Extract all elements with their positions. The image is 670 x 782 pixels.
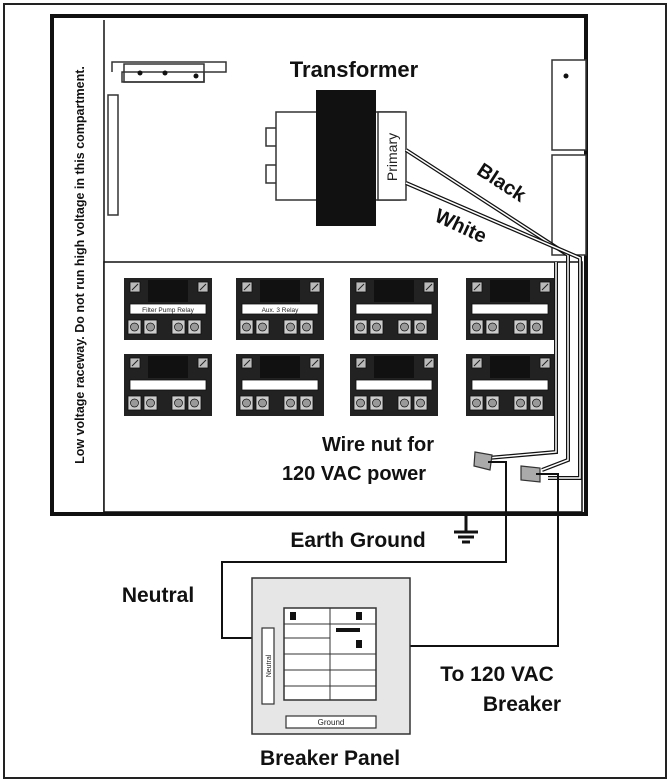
relay — [466, 278, 554, 340]
breaker-panel — [251, 577, 411, 735]
black-wire-inner — [405, 149, 569, 471]
relay — [350, 278, 438, 340]
earth-ground-icon — [454, 514, 478, 544]
wire-nut-label-2: 120 VAC power — [282, 463, 426, 485]
breaker-panel-title: Breaker Panel — [260, 747, 400, 770]
side-note: Low voltage raceway. Do not run high vol… — [73, 66, 87, 464]
neutral-label: Neutral — [122, 584, 194, 607]
relay — [124, 354, 212, 416]
white-wire-inner — [405, 182, 581, 479]
ground-bar-label: Ground — [318, 718, 345, 727]
relay — [466, 354, 554, 416]
relay — [350, 354, 438, 416]
mounting-bracket — [107, 61, 227, 216]
breaker-label-2: Breaker — [483, 693, 561, 716]
relay-grid: Filter Pump Relay Aux. 3 Relay — [124, 278, 554, 416]
neutral-bar-label: Neutral — [266, 654, 273, 677]
relay: Filter Pump Relay — [124, 278, 212, 340]
relay — [236, 354, 324, 416]
relay: Aux. 3 Relay — [236, 278, 324, 340]
relay-label: Aux. 3 Relay — [262, 307, 300, 314]
transformer-title: Transformer — [290, 57, 419, 82]
breaker-label-1: To 120 VAC — [440, 663, 554, 686]
wire-to-nut-inner — [487, 262, 557, 459]
transformer — [265, 90, 407, 226]
transformer-primary-label: Primary — [384, 133, 400, 181]
right-bracket — [551, 59, 587, 256]
earth-ground-label: Earth Ground — [290, 529, 425, 552]
hot-wire — [374, 473, 559, 647]
relay-label: Filter Pump Relay — [142, 307, 194, 314]
neutral-wire — [221, 461, 507, 639]
wire-nut-label-1: Wire nut for — [322, 434, 434, 456]
wire-nut-right — [520, 465, 541, 483]
wire-nut-left — [473, 451, 493, 471]
